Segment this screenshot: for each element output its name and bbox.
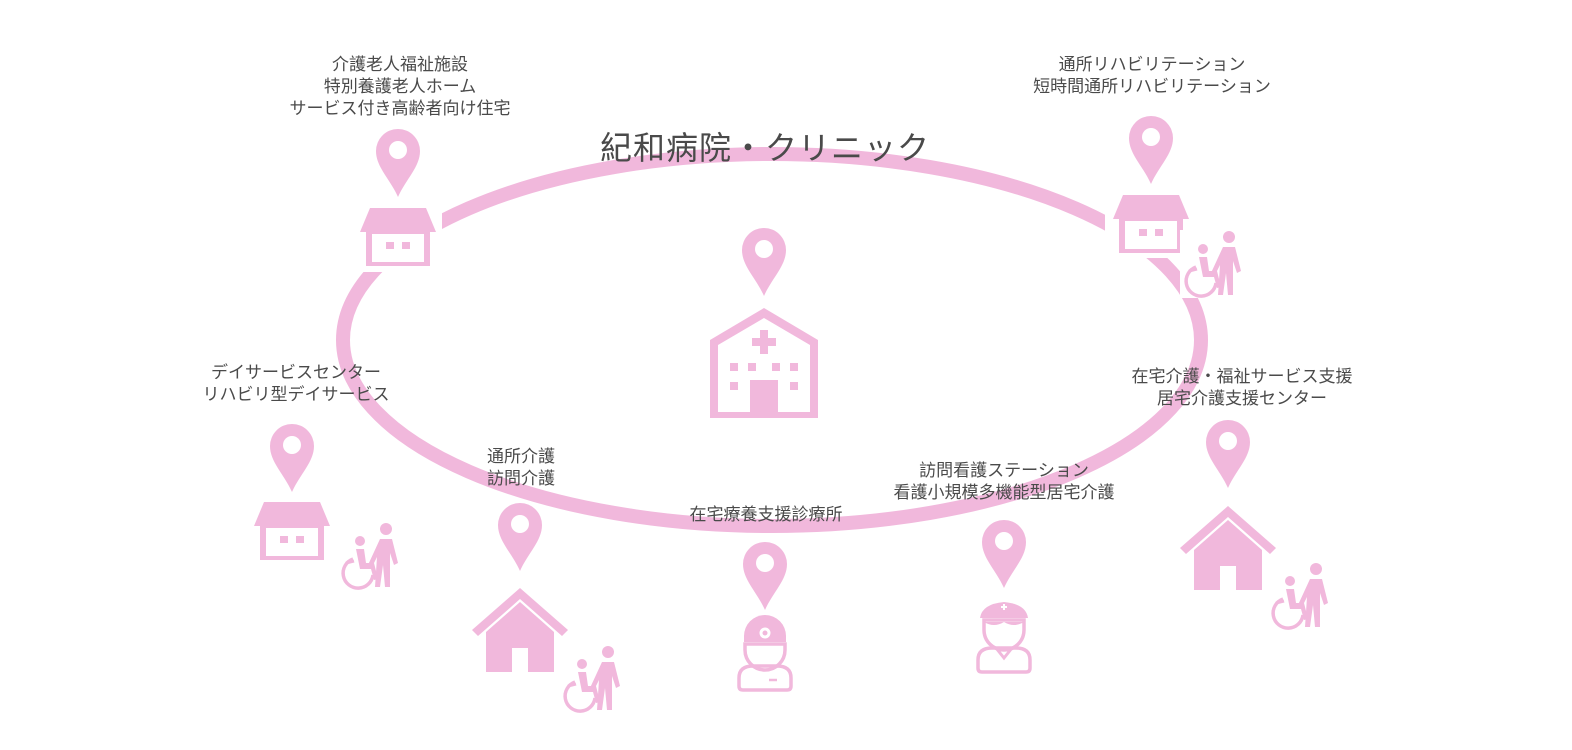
facility-label-day-service: デイサービスセンター リハビリ型デイサービス — [203, 362, 390, 406]
label-line: 居宅介護支援センター — [1157, 389, 1327, 409]
house-icon — [1180, 506, 1276, 590]
label-line: 在宅介護・福祉サービス支援 — [1131, 367, 1353, 387]
label-line: 訪問看護ステーション — [919, 461, 1089, 481]
nurse-icon — [976, 600, 1032, 674]
label-line: 在宅療養支援診療所 — [689, 505, 843, 525]
map-pin-icon — [376, 129, 420, 197]
map-pin-icon — [743, 542, 787, 610]
facility-label-rehab: 通所リハビリテーション 短時間通所リハビリテーション — [1033, 54, 1271, 98]
center-title: 紀和病院・クリニック — [599, 129, 931, 167]
map-pin-icon — [1206, 420, 1250, 488]
label-line: デイサービスセンター — [211, 363, 381, 383]
label-line: 看護小規模多機能型居宅介護 — [893, 483, 1115, 503]
label-line: サービス付き高齢者向け住宅 — [289, 99, 511, 119]
wheelchair-caregiver-icon — [563, 644, 622, 713]
label-line: 介護老人福祉施設 — [332, 55, 468, 75]
facility-label-visiting-nursing: 訪問看護ステーション 看護小規模多機能型居宅介護 — [894, 460, 1115, 504]
hospital-icon — [710, 308, 818, 418]
map-pin-icon — [742, 228, 786, 296]
wheelchair-caregiver-icon — [341, 521, 400, 590]
facility-label-visiting-care: 通所介護 訪問介護 — [487, 446, 555, 490]
facility-label-home-clinic: 在宅療養支援診療所 — [690, 504, 843, 526]
facility-label-nursing-home: 介護老人福祉施設 特別養護老人ホーム サービス付き高齢者向け住宅 — [290, 54, 511, 120]
label-line: 通所リハビリテーション — [1058, 55, 1246, 75]
label-line: 訪問介護 — [487, 469, 555, 489]
wheelchair-caregiver-icon — [1271, 561, 1330, 630]
label-line: リハビリ型デイサービス — [202, 385, 390, 405]
label-line: 通所介護 — [487, 447, 555, 467]
building-icon — [1113, 195, 1189, 253]
building-icon — [254, 502, 330, 560]
map-pin-icon — [270, 424, 314, 492]
label-line: 特別養護老人ホーム — [323, 77, 477, 97]
label-line: 短時間通所リハビリテーション — [1033, 77, 1271, 97]
map-pin-icon — [498, 503, 542, 571]
facility-label-home-care-support: 在宅介護・福祉サービス支援 居宅介護支援センター — [1132, 366, 1353, 410]
map-pin-icon — [982, 520, 1026, 588]
doctor-icon — [737, 613, 793, 692]
building-icon — [360, 208, 436, 266]
map-pin-icon — [1129, 116, 1173, 184]
network-ring — [336, 147, 1208, 533]
house-icon — [472, 588, 568, 672]
